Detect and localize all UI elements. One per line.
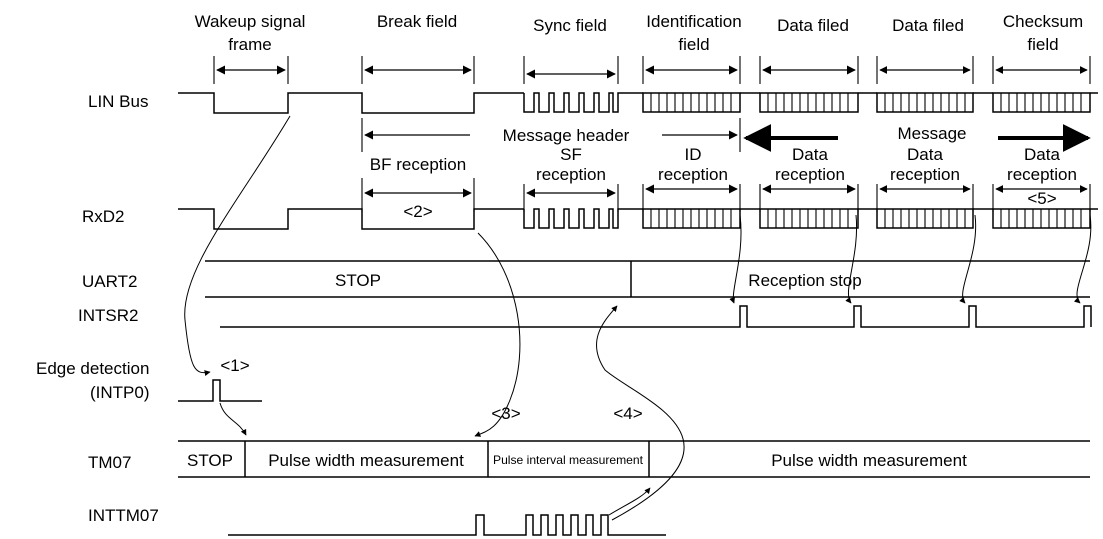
header-checksum-line1: Checksum [1003, 12, 1083, 31]
data-reception-3-line1: Data [1024, 145, 1060, 164]
header-data2: Data filed [892, 16, 964, 35]
intp0-waveform [178, 379, 262, 402]
rxd2-waveform [178, 208, 1098, 230]
step-4-label: <4> [613, 404, 642, 423]
signal-label-intp0: (INTP0) [90, 383, 150, 402]
step-5-label: <5> [1027, 189, 1056, 208]
message-label: Message [898, 124, 967, 143]
id-reception-line2: reception [658, 165, 728, 184]
inttm07-waveform [228, 514, 666, 536]
tm07-state-bar [178, 440, 1090, 478]
lin-bus-waveform [178, 92, 1098, 114]
data-reception-3-line2: reception [1007, 165, 1077, 184]
tm07-state-pulse-interval: Pulse interval measurement [493, 453, 644, 467]
step-1-label: <1> [220, 356, 249, 375]
signal-label-lin-bus: LIN Bus [88, 92, 148, 111]
uart2-state-stop: STOP [335, 271, 381, 290]
id-reception-line1: ID [685, 145, 702, 164]
data-reception-2-line1: Data [907, 145, 943, 164]
uart2-state-reception-stop: Reception stop [748, 271, 861, 290]
step-3-label: <3> [491, 404, 520, 423]
signal-label-uart2: UART2 [82, 272, 137, 291]
step-2-label: <2> [403, 202, 432, 221]
causality-curves [184, 115, 1092, 521]
data-reception-2-line2: reception [890, 165, 960, 184]
reception-span-arrows [361, 178, 1091, 212]
message-header-arrow [361, 118, 741, 152]
bf-reception-label: BF reception [370, 155, 466, 174]
tm07-state-pulse-width-2: Pulse width measurement [771, 451, 967, 470]
signal-label-inttm07: INTTM07 [88, 506, 159, 525]
message-header-label: Message header [503, 126, 630, 145]
header-checksum-line2: field [1027, 35, 1058, 54]
uart2-state-bar [205, 260, 1090, 298]
sf-reception-line2: reception [536, 165, 606, 184]
signal-label-edge-detection: Edge detection [36, 359, 149, 378]
signal-label-tm07: TM07 [88, 453, 131, 472]
intsr2-waveform [220, 305, 1092, 328]
header-wakeup-line2: frame [228, 35, 271, 54]
data-reception-1-line2: reception [775, 165, 845, 184]
signal-label-rxd2: RxD2 [82, 207, 125, 226]
signal-label-intsr2: INTSR2 [78, 306, 138, 325]
field-span-arrows [213, 56, 1091, 84]
header-ident-line1: Identification [646, 12, 741, 31]
header-wakeup-line1: Wakeup signal [195, 12, 306, 31]
tm07-state-stop: STOP [187, 451, 233, 470]
header-sync: Sync field [533, 16, 607, 35]
header-break: Break field [377, 12, 457, 31]
sf-reception-line1: SF [560, 145, 582, 164]
tm07-state-pulse-width-1: Pulse width measurement [268, 451, 464, 470]
data-reception-1-line1: Data [792, 145, 828, 164]
header-data1: Data filed [777, 16, 849, 35]
header-ident-line2: field [678, 35, 709, 54]
